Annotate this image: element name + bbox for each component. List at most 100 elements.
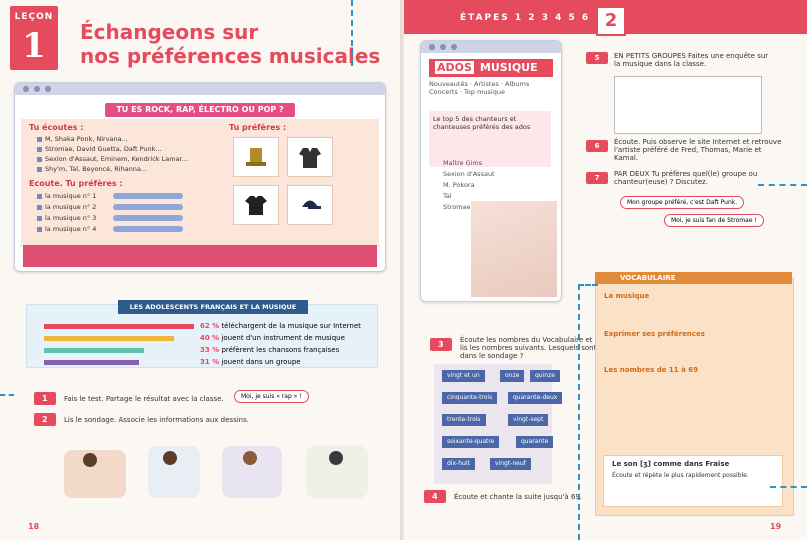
- tshirt-image[interactable]: [233, 185, 279, 225]
- nav-item[interactable]: Top musique: [464, 88, 505, 96]
- number-tag: trente-trois: [442, 414, 486, 426]
- artist-item[interactable]: Sexion d'Assaut: [443, 170, 495, 178]
- window-dot-icon: [440, 44, 446, 50]
- guide-line: [770, 486, 807, 488]
- site-intro: Le top 5 des chanteurs et chanteuses pré…: [429, 111, 551, 167]
- ecoutes-title: Tu écoutes :: [29, 123, 84, 132]
- pref-item: la musique n° 1: [37, 192, 96, 200]
- pref-item: la musique n° 3: [37, 214, 96, 222]
- number-tag: vingt et un: [442, 370, 485, 382]
- activity-7-text: PAR DEUX Tu préfères quel(le) groupe ou …: [614, 170, 758, 186]
- stat-bar: [44, 336, 174, 341]
- activity-4-badge: 4: [424, 490, 446, 503]
- nav-item[interactable]: Nouveautés: [429, 80, 468, 88]
- bullet-icon: [37, 146, 42, 152]
- number-tag: cinquante-trois: [442, 392, 498, 404]
- stat-bar: [44, 360, 139, 365]
- lesson-label: LEÇON: [14, 12, 54, 22]
- lesson-badge: LEÇON 1: [10, 6, 58, 70]
- sound-title: Le son [ʒ] comme dans Fraise: [612, 460, 730, 468]
- nav-item[interactable]: Concerts: [429, 88, 458, 96]
- bullet-icon: [37, 226, 42, 232]
- artist-item[interactable]: M. Pokora: [443, 181, 475, 189]
- lesson-number: 1: [22, 26, 46, 66]
- activity-7-badge: 7: [586, 172, 608, 184]
- musicians-illustration: [64, 446, 368, 498]
- guide-line: [0, 394, 14, 396]
- window-caption-bar: [23, 245, 377, 267]
- stats-header: LES ADOLESCENTS FRANÇAIS ET LA MUSIQUE: [118, 300, 308, 314]
- window-dot-icon: [23, 86, 29, 92]
- quiz-banner: TU ES ROCK, RAP, ÉLECTRO OU POP ?: [105, 103, 295, 117]
- activity-4-text: Écoute et chante la suite jusqu'à 69.: [454, 493, 583, 501]
- number-tag: dix-huit: [442, 458, 475, 470]
- jacket-image[interactable]: [287, 137, 333, 177]
- number-tag: quarante-deux: [508, 392, 563, 404]
- audio-bar[interactable]: [113, 193, 183, 199]
- number-tag: vingt-neuf: [490, 458, 531, 470]
- current-etape: 2: [596, 6, 626, 36]
- number-tag: vingt-sept: [508, 414, 549, 426]
- tu-preferes-title: Tu préfères :: [229, 123, 287, 132]
- page-number-right: 19: [770, 522, 782, 531]
- speech-bubble: Moi, je suis fan de Stromae !: [664, 214, 764, 227]
- page-number-left: 18: [28, 522, 40, 531]
- quiz-body: Tu écoutes : M, Shaka Ponk, Nirvana... S…: [21, 119, 379, 247]
- guide-line: [758, 184, 807, 186]
- audio-bar[interactable]: [113, 204, 183, 210]
- bullet-icon: [37, 215, 42, 221]
- ecoute-item: Stromae, David Guetta, Daft Punk...: [37, 145, 162, 153]
- vocabulary-title: VOCABULAIRE: [620, 274, 676, 282]
- cap-image[interactable]: [287, 185, 333, 225]
- hat-image[interactable]: [233, 137, 279, 177]
- guide-line: [351, 0, 353, 66]
- stat-bar: [44, 324, 194, 329]
- title-line-1: Échangeons sur: [80, 20, 259, 44]
- window-dot-icon: [429, 44, 435, 50]
- ecoute-item: Shy'm, Tal, Beyoncé, Rihanna...: [37, 165, 147, 173]
- activity-3-badge: 3: [430, 338, 452, 351]
- stat-row: 31 % jouent dans un groupe: [200, 358, 301, 366]
- activity-5-badge: 5: [586, 52, 608, 64]
- prefs-title: Ecoute. Tu préfères :: [29, 179, 123, 188]
- artist-item[interactable]: Maître Gims: [443, 159, 483, 167]
- artist-item[interactable]: Stromae: [443, 203, 471, 211]
- activity-6-text: Écoute. Puis observe le site Internet et…: [614, 138, 782, 162]
- site-nav: Nouveautés · Artistes · Albums Concerts …: [429, 80, 530, 96]
- sound-subtitle: Écoute et répète le plus rapidement poss…: [612, 472, 749, 479]
- stat-row: 33 % préfèrent les chansons françaises: [200, 346, 340, 354]
- nav-item[interactable]: Albums: [505, 80, 530, 88]
- pref-item: la musique n° 2: [37, 203, 96, 211]
- activity-5-text: EN PETITS GROUPES Faites une enquête sur…: [614, 52, 769, 68]
- bullet-icon: [37, 193, 42, 199]
- number-tag: onze: [500, 370, 525, 382]
- number-tag: soixante-quatre: [442, 436, 500, 448]
- stat-bar: [44, 348, 144, 353]
- activity-1-text: Fais le test. Partage le résultat avec l…: [64, 395, 224, 403]
- vocab-musique: La musique: [604, 292, 650, 300]
- nav-item[interactable]: Artistes: [474, 80, 499, 88]
- artist-item[interactable]: Tal: [443, 192, 452, 200]
- site-titlebar: [421, 41, 561, 53]
- number-tag: quinze: [530, 370, 560, 382]
- window-dot-icon: [451, 44, 457, 50]
- stat-row: 62 % téléchargent de la musique sur Inte…: [200, 322, 361, 330]
- bullet-icon: [37, 136, 42, 142]
- speech-bubble: Mon groupe préféré, c'est Daft Punk.: [620, 196, 745, 209]
- audio-bar[interactable]: [113, 226, 183, 232]
- guide-line: [578, 284, 598, 286]
- quiz-window: TU ES ROCK, RAP, ÉLECTRO OU POP ? Tu éco…: [14, 82, 386, 272]
- guide-line: [578, 284, 580, 540]
- audio-bar[interactable]: [113, 215, 183, 221]
- window-titlebar: [15, 83, 385, 95]
- speech-bubble: Moi, je suis « rap » !: [234, 390, 309, 403]
- stat-row: 40 % jouent d'un instrument de musique: [200, 334, 345, 342]
- page-title: Échangeons sur nos préférences musicales: [80, 20, 380, 68]
- pronunciation-box: [603, 455, 783, 507]
- gutter: [400, 0, 404, 540]
- activity-3-text: Écoute les nombres du Vocabulaire et lis…: [460, 336, 597, 360]
- ecoute-item: M, Shaka Ponk, Nirvana...: [37, 135, 128, 143]
- girl-photo: [471, 201, 557, 297]
